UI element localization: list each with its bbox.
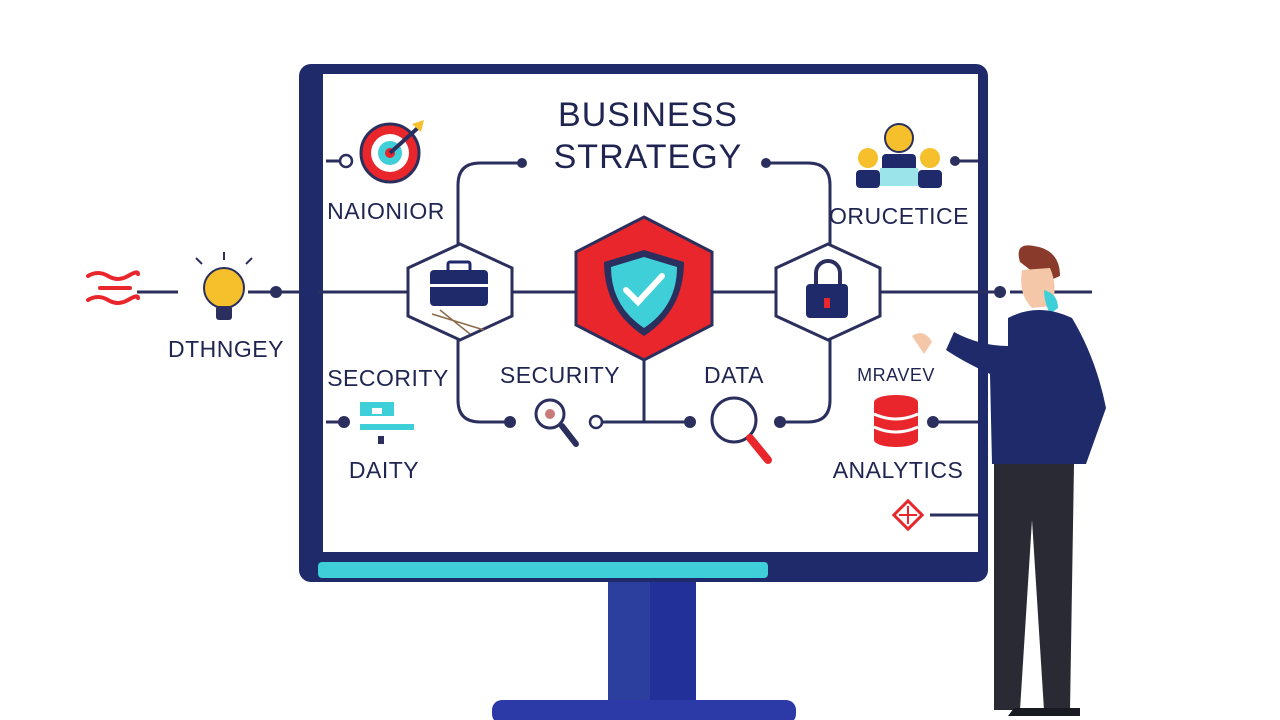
padlock-icon (806, 259, 848, 318)
lightbulb-icon (195, 252, 253, 320)
padlock-hexagon (774, 242, 882, 342)
label-mid-right: MRAVEV (857, 365, 935, 385)
title-line-1: BUSINESS (558, 96, 738, 134)
label-mid-left: SECORITY (327, 365, 449, 391)
magnifier-icon (710, 396, 772, 464)
label-center-right: DATA (704, 362, 764, 388)
briefcase-icon (430, 260, 488, 335)
target-icon (359, 120, 424, 184)
label-bottom-left: DAITY (348, 457, 420, 483)
label-top-left: NAIONIOR (327, 198, 445, 224)
briefcase-hexagon (406, 242, 514, 342)
title-line-2: STRATEGY (553, 138, 743, 176)
team-icon (856, 123, 942, 188)
database-icon (873, 395, 919, 447)
shield-hexagon (574, 215, 714, 362)
label-outside-left: DTHNGEY (168, 336, 284, 362)
label-bottom-right: ANALYTICS (832, 457, 964, 483)
label-center-left: SECURITY (499, 362, 621, 388)
label-top-right: ORUCETICE (829, 203, 969, 229)
diamond-icon (891, 498, 925, 532)
chart-icon (360, 402, 414, 444)
person-figure (912, 245, 1106, 716)
squiggle-decoration (86, 270, 140, 305)
shield-check-icon (604, 250, 684, 336)
monitor-stand (492, 578, 796, 720)
magnifier-icon-small (534, 398, 579, 447)
connector-nodes (270, 153, 1006, 430)
